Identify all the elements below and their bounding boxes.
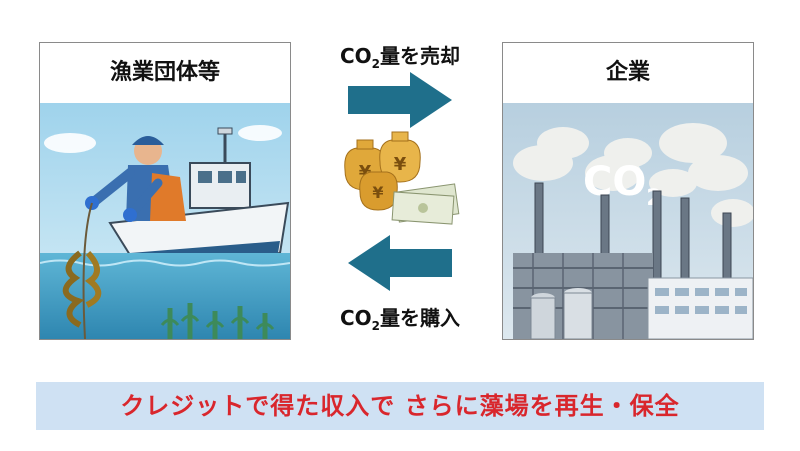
arrow-left-icon bbox=[348, 235, 452, 291]
money-bags-cash-icon: ¥ ¥ ¥ bbox=[344, 131, 460, 225]
buy-co2-label: CO2量を購入 bbox=[339, 306, 461, 333]
reinvestment-banner: クレジットで得た収入で さらに藻場を再生・保全 bbox=[36, 382, 764, 430]
svg-text:¥: ¥ bbox=[394, 154, 407, 175]
fishing-group-title: 漁業団体等 bbox=[109, 60, 220, 85]
fisherman-seaweed-illustration bbox=[40, 103, 290, 339]
company-panel: 企業 CO2 bbox=[502, 42, 754, 340]
company-title: 企業 bbox=[605, 60, 650, 85]
arrow-right-icon bbox=[348, 72, 452, 128]
fishing-group-panel: 漁業団体等 bbox=[39, 42, 291, 340]
svg-text:¥: ¥ bbox=[372, 183, 383, 202]
sell-co2-label: CO2量を売却 bbox=[339, 44, 461, 71]
factory-emission-illustration: CO2 bbox=[503, 103, 753, 339]
